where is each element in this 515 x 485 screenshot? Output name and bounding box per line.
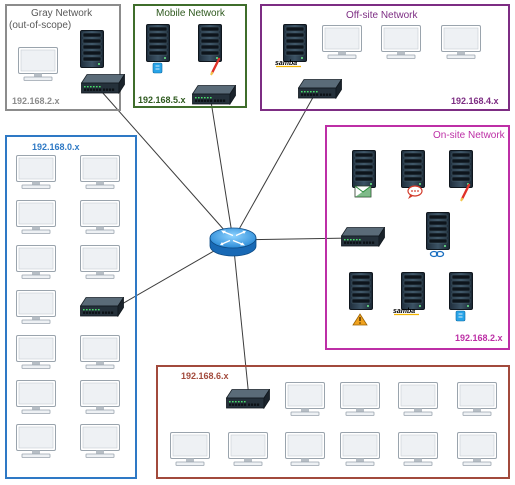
link-icon — [429, 250, 439, 258]
gray-network-title: Gray Network — [31, 8, 93, 19]
chat-icon — [417, 190, 419, 192]
workstation-icon — [16, 290, 56, 324]
mobile-badge-icon — [152, 62, 163, 74]
workstation-icon — [80, 335, 120, 369]
workstation-icon — [340, 432, 380, 466]
workstation-icon — [80, 200, 120, 234]
onsite-network-title: On-site Network — [433, 130, 505, 141]
workstation-icon — [381, 25, 421, 59]
server-icon — [80, 30, 104, 68]
switch-icon — [226, 389, 270, 409]
server-icon — [349, 272, 373, 310]
server-icon — [352, 150, 376, 188]
mobile-network-title: Mobile Network — [156, 8, 225, 19]
devices: samba samba — [16, 24, 497, 466]
workstation-icon — [322, 25, 362, 59]
workstation-icon — [16, 155, 56, 189]
router-icon — [209, 227, 257, 257]
pen-icon — [210, 57, 221, 75]
onsite-network-subnet: 192.168.2.x — [455, 333, 503, 343]
warning-icon — [359, 322, 361, 324]
workstation-icon — [228, 432, 268, 466]
switch-icon — [81, 74, 125, 94]
pen-icon — [460, 183, 471, 201]
server-icon — [146, 24, 170, 62]
main-network-zone — [5, 135, 137, 479]
offsite-network-title: Off-site Network — [346, 10, 418, 21]
link-icon — [435, 250, 445, 258]
switch-icon — [192, 85, 236, 105]
workstation-icon — [80, 380, 120, 414]
workstation-icon — [16, 380, 56, 414]
server-icon — [401, 272, 425, 310]
server-icon — [449, 272, 473, 310]
workstation-icon — [18, 47, 58, 81]
mobile-network-subnet: 192.168.5.x — [138, 95, 186, 105]
workstation-icon — [340, 382, 380, 416]
workstation-icon — [16, 424, 56, 458]
server-icon — [401, 150, 425, 188]
workstation-icon — [398, 382, 438, 416]
mail-icon — [355, 186, 371, 197]
server-icon — [449, 150, 473, 188]
samba-icon: samba — [393, 308, 415, 315]
main-network-subnet: 192.168.0.x — [32, 142, 80, 152]
switch-icon — [341, 227, 385, 247]
offsite-network-zone — [260, 4, 510, 111]
server-icon — [198, 24, 222, 62]
pen-icon — [460, 197, 464, 202]
workstation-icon — [80, 424, 120, 458]
workstation-icon — [457, 382, 497, 416]
switch-icon — [298, 79, 342, 99]
mobile-network-zone — [133, 4, 247, 108]
workstation-icon — [80, 155, 120, 189]
workstation-icon — [398, 432, 438, 466]
server-icon — [426, 212, 450, 250]
network-link — [232, 91, 317, 241]
workstation-icon — [16, 200, 56, 234]
workstation-icon — [457, 432, 497, 466]
switch-icon — [80, 297, 124, 317]
chat-icon — [414, 190, 416, 192]
gray-network-subtitle: (out-of-scope) — [9, 20, 72, 31]
bottom-network-subnet: 192.168.6.x — [181, 371, 229, 381]
network-link — [209, 94, 234, 241]
network-link — [101, 91, 234, 241]
workstation-icon — [285, 382, 325, 416]
pen-icon — [210, 71, 214, 76]
mobile-badge-icon — [455, 310, 466, 322]
gray-network-subnet: 192.168.2.x — [12, 96, 60, 106]
workstation-icon — [80, 245, 120, 279]
chat-icon — [411, 190, 413, 192]
chat-icon — [408, 195, 413, 199]
samba-icon: samba — [275, 60, 297, 67]
offsite-network-subnet: 192.168.4.x — [451, 96, 499, 106]
bottom-network-zone — [156, 365, 510, 479]
workstation-icon — [170, 432, 210, 466]
network-link — [232, 239, 250, 399]
onsite-network-zone — [325, 125, 510, 350]
workstation-icon — [16, 245, 56, 279]
server-icon — [283, 24, 307, 62]
gray-network-zone — [5, 4, 121, 111]
workstation-icon — [285, 432, 325, 466]
workstation-icon — [16, 335, 56, 369]
warning-icon — [359, 317, 361, 321]
workstation-icon — [441, 25, 481, 59]
